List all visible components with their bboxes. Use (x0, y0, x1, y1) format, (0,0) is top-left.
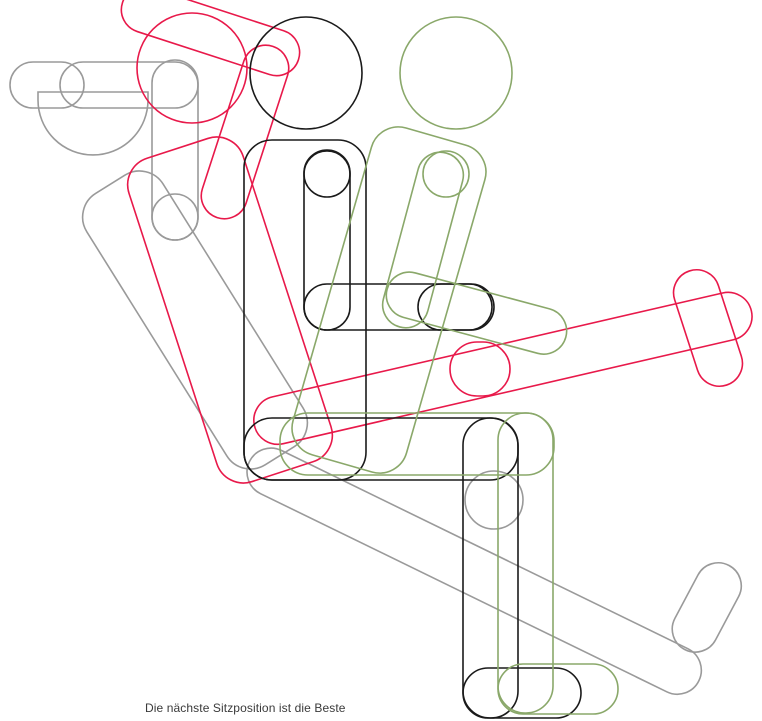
gray-head (38, 92, 148, 155)
green-thigh-segment (280, 413, 554, 475)
gray-shoulder-segment (152, 60, 198, 240)
figure-forward-green (280, 17, 618, 714)
gray-upper-arm-segment (10, 62, 84, 108)
green-foot-segment (498, 664, 618, 714)
red-shin-segment (668, 264, 749, 392)
gray-forearm-segment (60, 62, 198, 108)
gray-elbow-joint (152, 194, 198, 240)
figure-leaning-red (115, 0, 756, 490)
black-shin-segment (463, 418, 518, 718)
green-forearm-segment (381, 267, 572, 359)
green-torso-segment (285, 120, 492, 479)
green-head (400, 17, 512, 129)
black-foot-segment (463, 668, 581, 718)
red-knee-segment (450, 342, 510, 396)
gray-shin-segment (664, 555, 749, 660)
figure-reclined-gray (10, 60, 749, 702)
green-shoulder-joint (423, 151, 469, 197)
figure-upright-black (244, 17, 581, 718)
black-forearm-segment (304, 284, 494, 330)
black-shoulder-joint (304, 151, 350, 197)
diagram-caption: Die nächste Sitzposition ist die Beste (145, 701, 346, 715)
